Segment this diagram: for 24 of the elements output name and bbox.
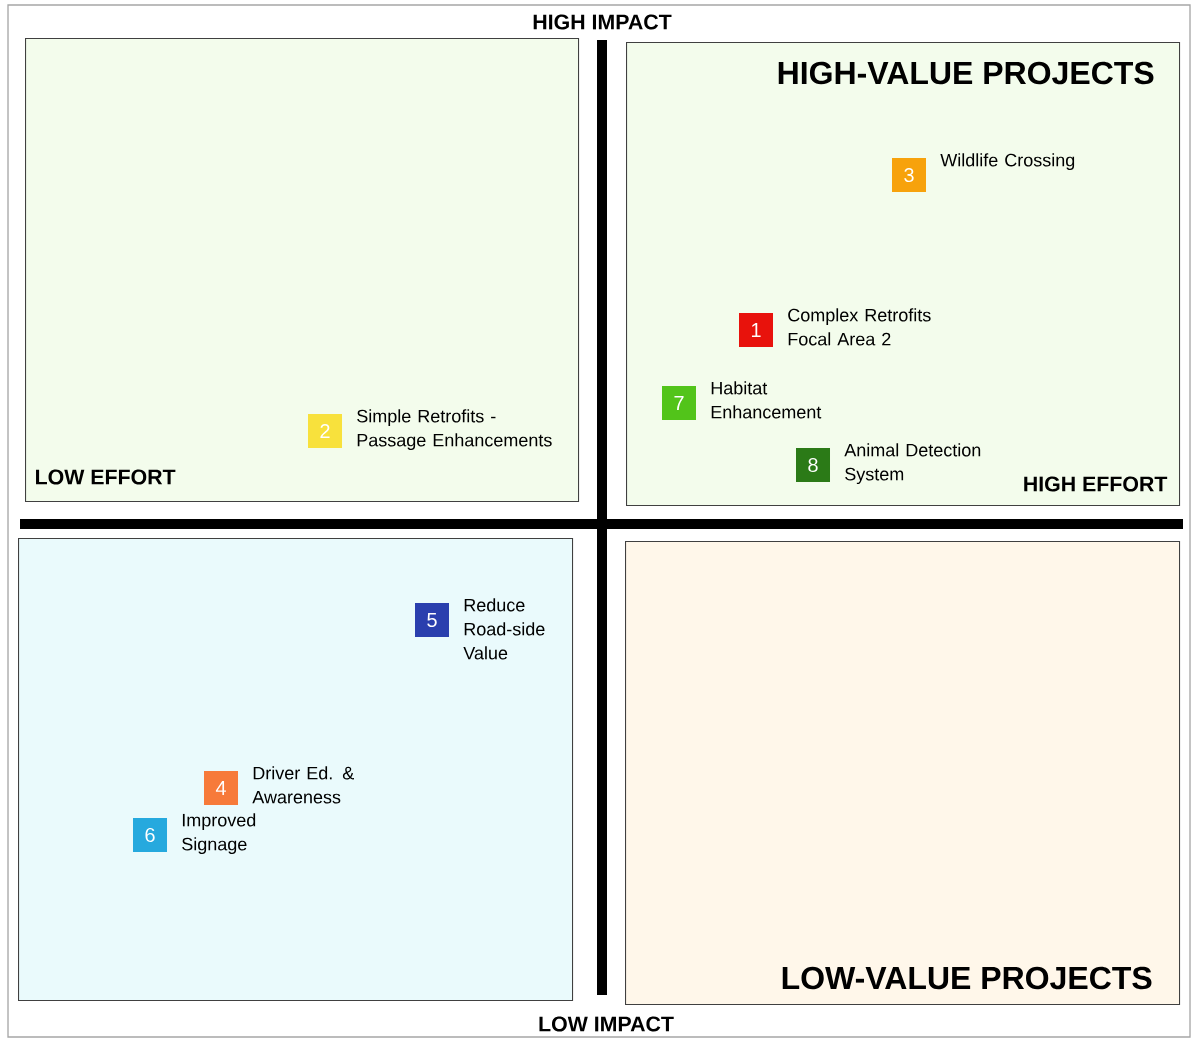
number-badge: 7	[662, 386, 696, 420]
item-label: Animal Detection System	[844, 443, 981, 485]
panel-heading: LOW-VALUE PROJECTS	[782, 966, 1152, 990]
axis-label: HIGH IMPACT	[533, 14, 672, 30]
item-label: Habitat Enhancement	[711, 381, 822, 419]
number-badge: 1	[739, 313, 773, 347]
number-badge: 2	[308, 414, 342, 448]
item-label: Driver Ed. & Awareness	[252, 766, 354, 804]
axis-label: LOW EFFORT	[36, 469, 176, 485]
number-badge: 8	[796, 448, 830, 482]
axis-label: HIGH EFFORT	[1024, 476, 1168, 492]
number-badge: 5	[415, 603, 449, 637]
number-badge: 4	[204, 771, 238, 805]
axis-label: LOW IMPACT	[539, 1016, 674, 1032]
panel-heading: HIGH-VALUE PROJECTS	[778, 61, 1154, 85]
item-label: Wildlife Crossing	[940, 153, 1075, 171]
item-label: Complex Retrofits Focal Area 2	[788, 308, 931, 346]
number-badge: 3	[892, 158, 926, 192]
number-badge: 6	[133, 818, 167, 852]
item-label: Simple Retrofits - Passage Enhancements	[357, 409, 552, 451]
quadrant-panel	[25, 38, 580, 503]
quadrant-panel	[18, 538, 574, 1002]
item-label: Reduce Road-side Value	[463, 598, 545, 660]
item-label: Improved Signage	[182, 813, 256, 855]
